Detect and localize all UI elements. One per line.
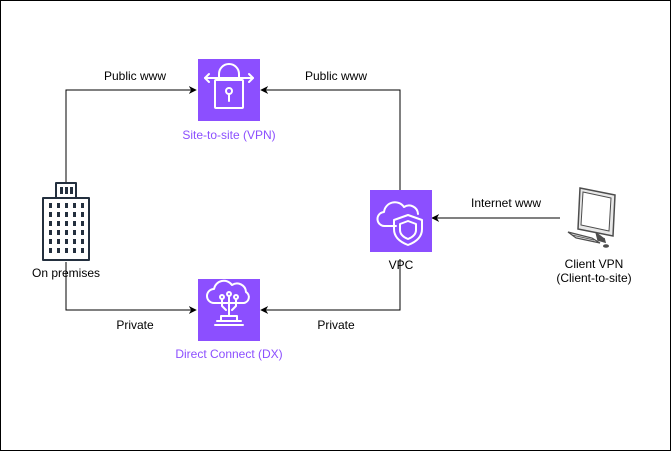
vpc-icon[interactable] bbox=[370, 190, 432, 252]
edge-label-client-to-vpc: Internet www bbox=[470, 196, 542, 210]
site-to-site-vpn-label: Site-to-site (VPN) bbox=[182, 128, 276, 142]
vpc-label: VPC bbox=[388, 258, 414, 272]
client-to-site-label: (Client-to-site) bbox=[556, 271, 632, 285]
vpn-gateway-icon[interactable] bbox=[198, 59, 260, 121]
client-vpn-label: Client VPN bbox=[564, 257, 624, 271]
direct-connect-icon[interactable] bbox=[198, 279, 260, 341]
direct-connect-label: Direct Connect (DX) bbox=[175, 347, 283, 361]
building-icon bbox=[42, 182, 90, 261]
edge-label-onprem-to-vpn: Public www bbox=[103, 69, 167, 83]
on-premises-label: On premises bbox=[31, 266, 101, 280]
desktop-computer-icon bbox=[567, 187, 616, 248]
edge-vpc-to-vpn bbox=[260, 86, 401, 190]
edge-onprem-to-dx bbox=[65, 262, 197, 314]
edge-label-vpc-to-vpn: Public www bbox=[304, 69, 368, 83]
edge-vpc-to-dx bbox=[260, 259, 401, 314]
edge-label-vpc-to-dx: Private bbox=[317, 318, 355, 332]
edge-label-onprem-to-dx: Private bbox=[116, 318, 154, 332]
edge-onprem-to-vpn bbox=[65, 86, 197, 182]
